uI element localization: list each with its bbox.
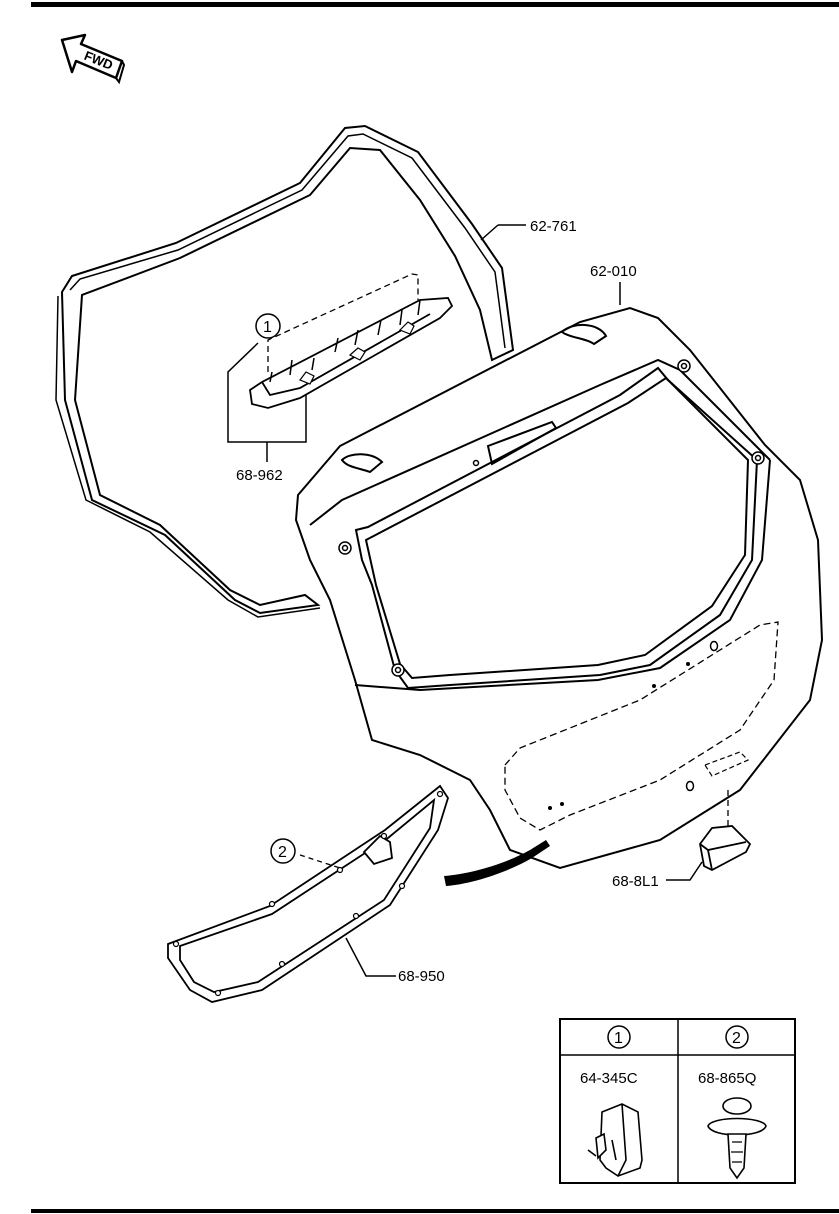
callout-2-number: 2 <box>278 844 287 861</box>
top-border-rule <box>31 2 839 7</box>
table-col-1-number: 1 <box>614 1030 623 1047</box>
table-col-2-part: 68-865Q <box>698 1070 756 1087</box>
bottom-border-rule <box>31 1209 839 1213</box>
liftgate-bolt-holes <box>338 359 765 792</box>
trim-panel-label: 68-950 <box>398 968 445 985</box>
callout-2-circle <box>270 838 296 864</box>
table-col-1-part: 64-345C <box>580 1070 638 1087</box>
stop-lamp-part <box>249 297 454 409</box>
callout-1-number: 1 <box>263 319 272 336</box>
liftgate-label: 62-010 <box>590 263 637 280</box>
push-rivet-icon <box>707 1097 767 1180</box>
stop-lamp-leader <box>227 342 307 443</box>
glass-seal-label: 62-761 <box>530 218 577 235</box>
trim-panel-clip-holes <box>172 790 444 997</box>
handle-bracket-leader <box>666 861 703 881</box>
table-col-2-number: 2 <box>732 1030 741 1047</box>
glass-seal-leader <box>480 224 499 241</box>
glass-seal-part <box>55 124 515 618</box>
black-trim-strip <box>444 840 550 886</box>
fastener-table: 1 2 64-345C 68-865Q <box>559 1018 796 1184</box>
lamp-hidden-line <box>267 273 419 372</box>
clip-icon <box>587 1103 643 1177</box>
handle-bracket-label: 68-8L1 <box>612 873 659 890</box>
table-col-1-circle <box>607 1025 631 1049</box>
callout-2-dashed <box>299 854 341 869</box>
handle-bracket-part <box>699 825 752 872</box>
liftgate-dots <box>548 662 690 810</box>
trim-panel-leader <box>345 937 396 977</box>
fwd-arrow-icon: FWD <box>60 33 126 85</box>
stop-lamp-label: 68-962 <box>236 467 283 484</box>
trim-panel-part <box>167 784 449 1003</box>
callout-1-circle <box>255 313 281 339</box>
liftgate-panel-part <box>294 306 824 870</box>
table-col-2-circle <box>725 1025 749 1049</box>
